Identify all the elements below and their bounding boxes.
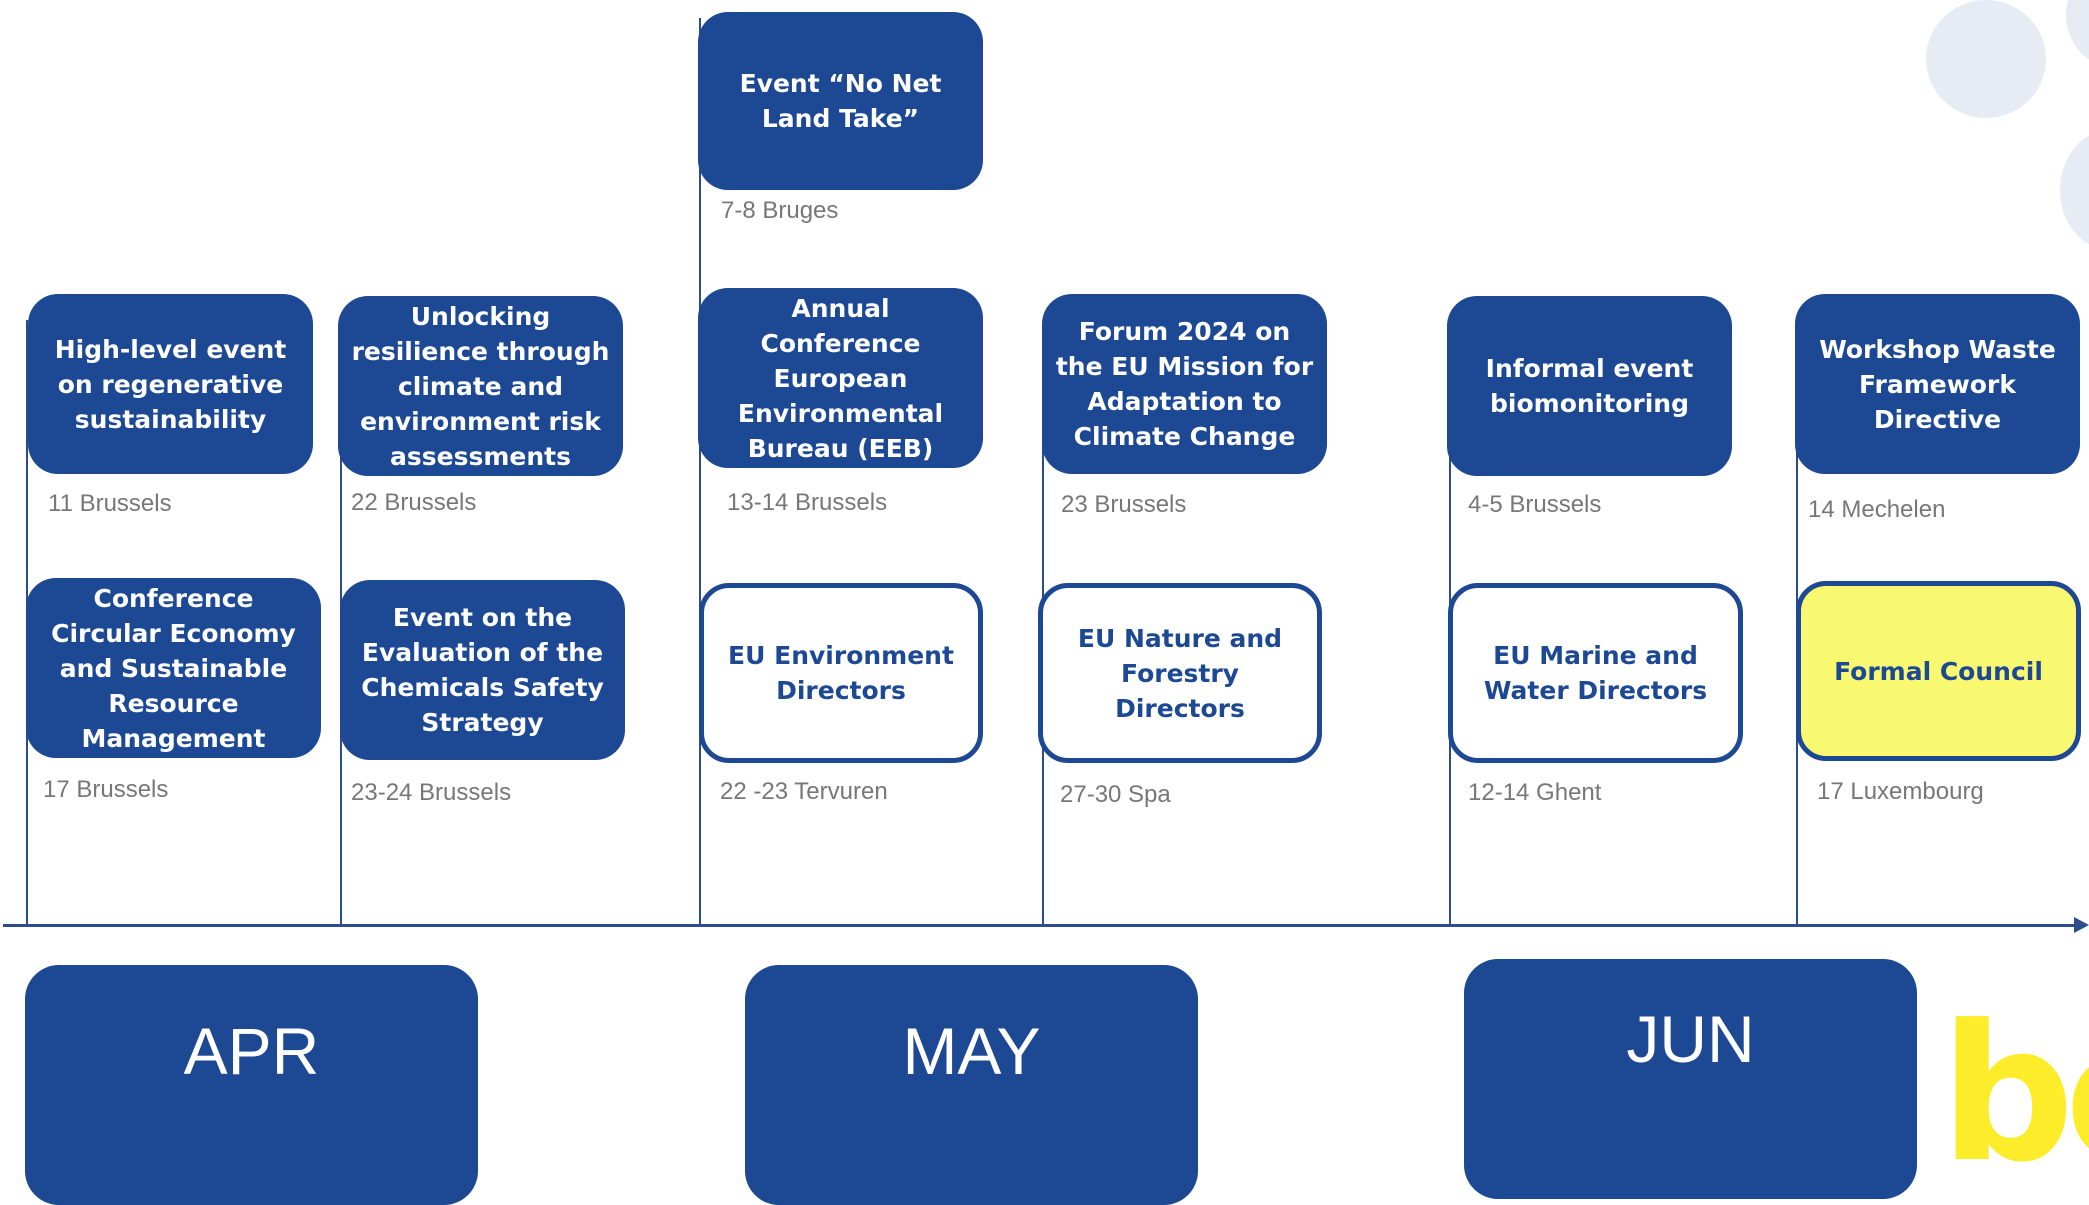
event-box: EU Marine and Water Directors: [1448, 583, 1743, 763]
event-title: EU Environment Directors: [728, 641, 954, 705]
event-box: Annual Conference European Environmental…: [698, 288, 983, 468]
event-title: High-level event on regenerative sustain…: [54, 334, 287, 434]
event-title: Event on the Evaluation of the Chemicals…: [361, 603, 604, 737]
decorative-circle: [2060, 130, 2089, 250]
event-title: Informal event biomonitoring: [1485, 354, 1694, 418]
event-box: Event on the Evaluation of the Chemicals…: [340, 580, 625, 760]
event-location: 17 Luxembourg: [1817, 778, 1984, 805]
month-label-may: MAY: [745, 965, 1198, 1205]
event-box-highlighted: Formal Council: [1796, 581, 2081, 761]
event-box: Informal event biomonitoring: [1447, 296, 1732, 476]
event-title: Unlocking resilience through climate and…: [351, 301, 610, 471]
event-location: 13-14 Brussels: [727, 489, 888, 516]
event-location: 27-30 Spa: [1060, 781, 1171, 808]
presidency-logo: be: [1940, 985, 2089, 1204]
decorative-circle: [1926, 0, 2046, 118]
event-location: 23 Brussels: [1061, 491, 1187, 518]
timeline-arrowhead: [2074, 917, 2089, 933]
timeline-tick: [699, 18, 701, 925]
event-box: Unlocking resilience through climate and…: [338, 296, 623, 476]
event-title: EU Nature and Forestry Directors: [1077, 623, 1283, 723]
event-title: Conference Circular Economy and Sustaina…: [51, 583, 296, 753]
event-box: Conference Circular Economy and Sustaina…: [26, 578, 321, 758]
event-box: Workshop Waste Framework Directive: [1795, 294, 2080, 474]
event-title: Formal Council: [1834, 656, 2043, 686]
event-location: 22 Brussels: [351, 489, 477, 516]
timeline-axis: [3, 924, 2083, 927]
event-location: 12-14 Ghent: [1468, 779, 1602, 806]
event-title: Forum 2024 on the EU Mission for Adaptat…: [1055, 317, 1314, 451]
event-box: EU Nature and Forestry Directors: [1038, 583, 1322, 763]
decorative-circle: [2066, 0, 2089, 70]
month-label-apr: APR: [25, 965, 478, 1205]
event-box: Forum 2024 on the EU Mission for Adaptat…: [1042, 294, 1327, 474]
event-title: EU Marine and Water Directors: [1483, 641, 1708, 705]
event-box: Event “No Net Land Take”: [698, 12, 983, 190]
event-location: 22 -23 Tervuren: [720, 778, 888, 805]
event-title: Event “No Net Land Take”: [739, 69, 942, 133]
event-location: 17 Brussels: [43, 776, 169, 803]
event-box: EU Environment Directors: [699, 583, 983, 763]
event-location: 7-8 Bruges: [721, 197, 839, 224]
event-title: Workshop Waste Framework Directive: [1819, 334, 2056, 434]
event-location: 23-24 Brussels: [351, 779, 512, 806]
event-box: High-level event on regenerative sustain…: [28, 294, 313, 474]
event-location: 11 Brussels: [48, 490, 172, 517]
event-location: 4-5 Brussels: [1468, 491, 1602, 518]
month-label-jun: JUN: [1464, 959, 1917, 1199]
event-location: 14 Mechelen: [1808, 496, 1946, 523]
event-title: Annual Conference European Environmental…: [737, 293, 944, 463]
timeline-diagram: High-level event on regenerative sustain…: [3, 0, 2089, 1205]
